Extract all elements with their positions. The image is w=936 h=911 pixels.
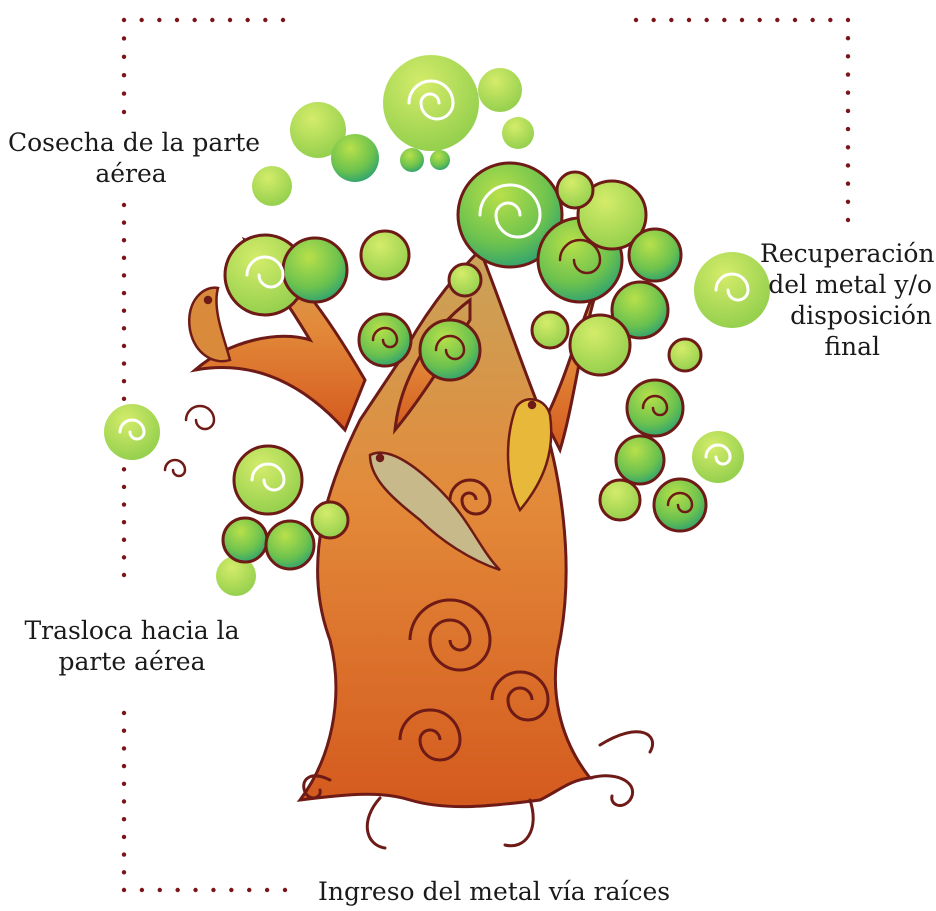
bracket-dot: [793, 18, 797, 22]
bracket-dot: [122, 91, 126, 95]
bracket-dot: [122, 203, 126, 207]
bracket-dot: [122, 835, 126, 839]
bracket-dot: [122, 711, 126, 715]
label-recovery-line-3: disposición: [760, 300, 932, 331]
bracket-dot: [122, 870, 126, 874]
label-translocation: Trasloca hacia la parte aérea: [12, 615, 252, 677]
bracket-dot: [846, 54, 850, 58]
bracket-dot: [122, 729, 126, 733]
bracket-dot: [157, 18, 161, 22]
label-harvest-line-1: Cosecha de la parte: [8, 128, 260, 157]
bracket-dot: [846, 200, 850, 204]
bracket-dot: [122, 746, 126, 750]
bracket-dot: [846, 109, 850, 113]
bracket-dot: [211, 888, 215, 892]
bracket-dot: [122, 256, 126, 260]
bracket-dot: [122, 397, 126, 401]
bracket-dot: [175, 888, 179, 892]
bracket-dot: [846, 145, 850, 149]
bracket-dot: [669, 18, 673, 22]
bracket-dot: [122, 502, 126, 506]
bracket-dot: [210, 18, 214, 22]
bracket-dot: [122, 273, 126, 277]
bracket-dot: [687, 18, 691, 22]
bracket-dot: [122, 555, 126, 559]
bracket-dot: [122, 817, 126, 821]
bracket-dot: [810, 18, 814, 22]
bracket-dot: [828, 18, 832, 22]
label-root-uptake: Ingreso del metal vía raíces: [318, 876, 670, 907]
bracket-dot: [122, 782, 126, 786]
dotted-bracket-left-upper: [122, 203, 126, 577]
bracket-dot: [122, 36, 126, 40]
bracket-dot: [122, 520, 126, 524]
bracket-dot: [283, 888, 287, 892]
bracket-dot: [139, 18, 143, 22]
dotted-bracket-top-left: [122, 18, 285, 114]
bracket-dot: [122, 467, 126, 471]
label-harvest-line-2: aérea: [95, 159, 166, 188]
bracket-dot: [140, 888, 144, 892]
bracket-dot: [122, 764, 126, 768]
bracket-dot: [122, 361, 126, 365]
bracket-dot: [122, 55, 126, 59]
bracket-dot: [846, 127, 850, 131]
label-metal-recovery: Recuperación del metal y/o disposición f…: [760, 238, 932, 362]
bracket-dot: [122, 852, 126, 856]
bracket-dot: [265, 888, 269, 892]
bracket-dot: [122, 379, 126, 383]
bird-icon: [189, 288, 230, 362]
bracket-dot: [846, 218, 850, 222]
bracket-dot: [651, 18, 655, 22]
bracket-dot: [740, 18, 744, 22]
bracket-dot: [846, 91, 850, 95]
bracket-dot: [122, 344, 126, 348]
bracket-dot: [846, 18, 850, 22]
bracket-dot: [722, 18, 726, 22]
bracket-dot: [122, 18, 126, 22]
bracket-dot: [122, 799, 126, 803]
bracket-dot: [247, 888, 251, 892]
bracket-dot: [122, 888, 126, 892]
dotted-bracket-top-right: [634, 18, 850, 222]
label-translocation-line-1: Trasloca hacia la: [24, 616, 239, 645]
label-recovery-line-4: final: [760, 331, 932, 362]
bracket-dot: [245, 18, 249, 22]
bracket-dot: [122, 309, 126, 313]
bracket-dot: [122, 538, 126, 542]
label-translocation-line-2: parte aérea: [59, 647, 206, 676]
bracket-dot: [122, 326, 126, 330]
bracket-dot: [229, 888, 233, 892]
bracket-dot: [281, 18, 285, 22]
bracket-dot: [846, 163, 850, 167]
bracket-dot: [122, 291, 126, 295]
bracket-dot: [175, 18, 179, 22]
bracket-dot: [846, 72, 850, 76]
bracket-dot: [846, 36, 850, 40]
label-recovery-line-2: del metal y/o: [760, 269, 932, 300]
bracket-dot: [122, 573, 126, 577]
dotted-bracket-left-lower: [122, 711, 287, 892]
bracket-dot: [122, 238, 126, 242]
bracket-dot: [158, 888, 162, 892]
label-recovery-line-1: Recuperación: [760, 238, 932, 269]
bracket-dot: [192, 18, 196, 22]
bracket-dot: [634, 18, 638, 22]
bracket-dot: [757, 18, 761, 22]
bracket-dot: [122, 220, 126, 224]
bracket-dot: [122, 485, 126, 489]
bracket-dot: [228, 18, 232, 22]
label-harvest-aerial: Cosecha de la parte aérea: [8, 127, 254, 189]
bracket-dot: [846, 181, 850, 185]
bracket-dot: [193, 888, 197, 892]
bracket-dot: [263, 18, 267, 22]
bracket-dot: [775, 18, 779, 22]
bracket-dot: [122, 110, 126, 114]
bracket-dot: [704, 18, 708, 22]
bracket-dot: [122, 73, 126, 77]
